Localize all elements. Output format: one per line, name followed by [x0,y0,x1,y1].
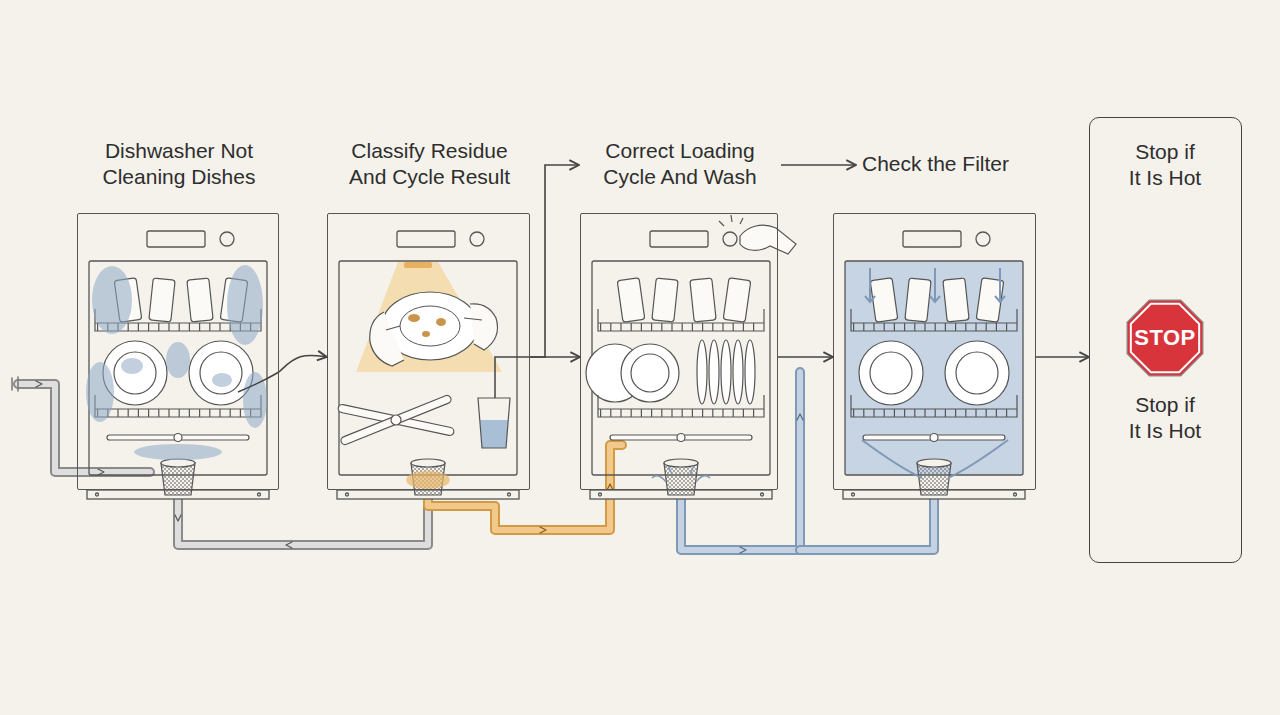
text-slot: Dishwasher Not Cleaning Dishes [69,137,289,191]
stain [166,342,190,378]
water-splash [652,466,710,482]
warning-text: Stop if It Is Hot [1105,392,1225,443]
residue-spot [408,314,420,322]
dishwasher-panel: Dishwasher Not Cleaning Dishes [77,213,279,490]
warning-box: Stop if It Is HotStop if It Is HotSTOP [1089,117,1242,563]
lower-rack [598,395,764,442]
test-glass [478,398,510,448]
text-slot: Check the Filter [826,137,1046,191]
plate-edge [697,340,707,404]
inspection-light [356,262,502,372]
flow-chevron [865,296,1005,302]
stain [121,358,143,374]
turn-marks [719,215,743,226]
plate-rim [631,354,669,392]
hand [370,312,404,366]
hand [464,304,498,350]
sign-border [1131,304,1199,372]
hand-on-knob [740,225,796,254]
dishwasher-body [337,231,519,499]
leader-line [238,372,279,392]
warning-text: Stop if It Is Hot [1105,139,1225,190]
spray-hub [391,415,401,425]
step-heading: Dishwasher Not Cleaning Dishes [84,138,274,189]
text-slot: STOP [1123,296,1207,380]
flow-arrow [781,164,856,166]
lower-rack [95,395,261,442]
clean-plates [859,341,1009,405]
plate-edge [709,340,719,404]
text-slot: Classify Residue And Cycle Result [320,137,540,191]
return-pipe [800,498,934,550]
step-heading: Correct Loading Cycle And Wash [585,138,775,189]
flow-arrow [279,355,327,372]
stop-sign: STOP [1123,296,1207,380]
water-flow [862,268,1008,478]
residue-pipe [428,445,622,530]
sign-face [1127,300,1203,376]
plate [621,344,679,402]
step-heading: Classify Residue And Cycle Result [335,138,525,189]
lower-rack [851,395,1017,442]
stain [227,265,263,345]
stain [134,444,222,460]
dishwasher-body [87,231,269,499]
dishwasher-panel: Classify Residue And Cycle Result [327,213,530,490]
stain [86,362,114,422]
plate-rim [400,306,460,346]
dirty-plates [103,341,253,405]
hose-coupling [12,377,18,391]
dishwasher-panel: Check the Filter [833,213,1036,490]
lamp [404,262,432,268]
spray-arm [337,404,454,436]
stain [92,266,132,334]
dishwasher-panel: Correct Loading Cycle And Wash [580,213,778,490]
flow-arrow [1036,356,1089,358]
upper-rack-with-cups [598,278,764,331]
flow-arrow [778,356,833,358]
text-slot: Stop if It Is Hot [1090,385,1240,451]
text-slot: Stop if It Is Hot [1090,132,1240,198]
plate-edge [745,340,755,404]
flow-arrow [530,165,579,357]
leader-line [495,357,530,398]
glass-water [480,420,508,448]
loaded-dishes [586,340,755,404]
flow-chevron [175,515,292,548]
dirty-water-stains [86,265,267,460]
text-slot: Correct Loading Cycle And Wash [570,137,790,191]
clogged-filter [406,471,450,489]
plate-edge [733,340,743,404]
residue-spot [436,318,446,326]
stain [212,373,232,387]
sign-text: STOP [1134,325,1196,352]
return-pipe [800,498,934,550]
plate-edge [721,340,731,404]
flow-arrow [530,356,580,358]
drain-pipe [178,495,428,545]
spray-arm [340,394,452,446]
residue-spot [422,331,430,337]
residue-pipe [428,445,622,530]
food-residue [408,314,446,337]
dishwasher-body [843,231,1025,499]
step-heading: Check the Filter [862,151,1009,177]
drain-pipe [178,495,428,545]
